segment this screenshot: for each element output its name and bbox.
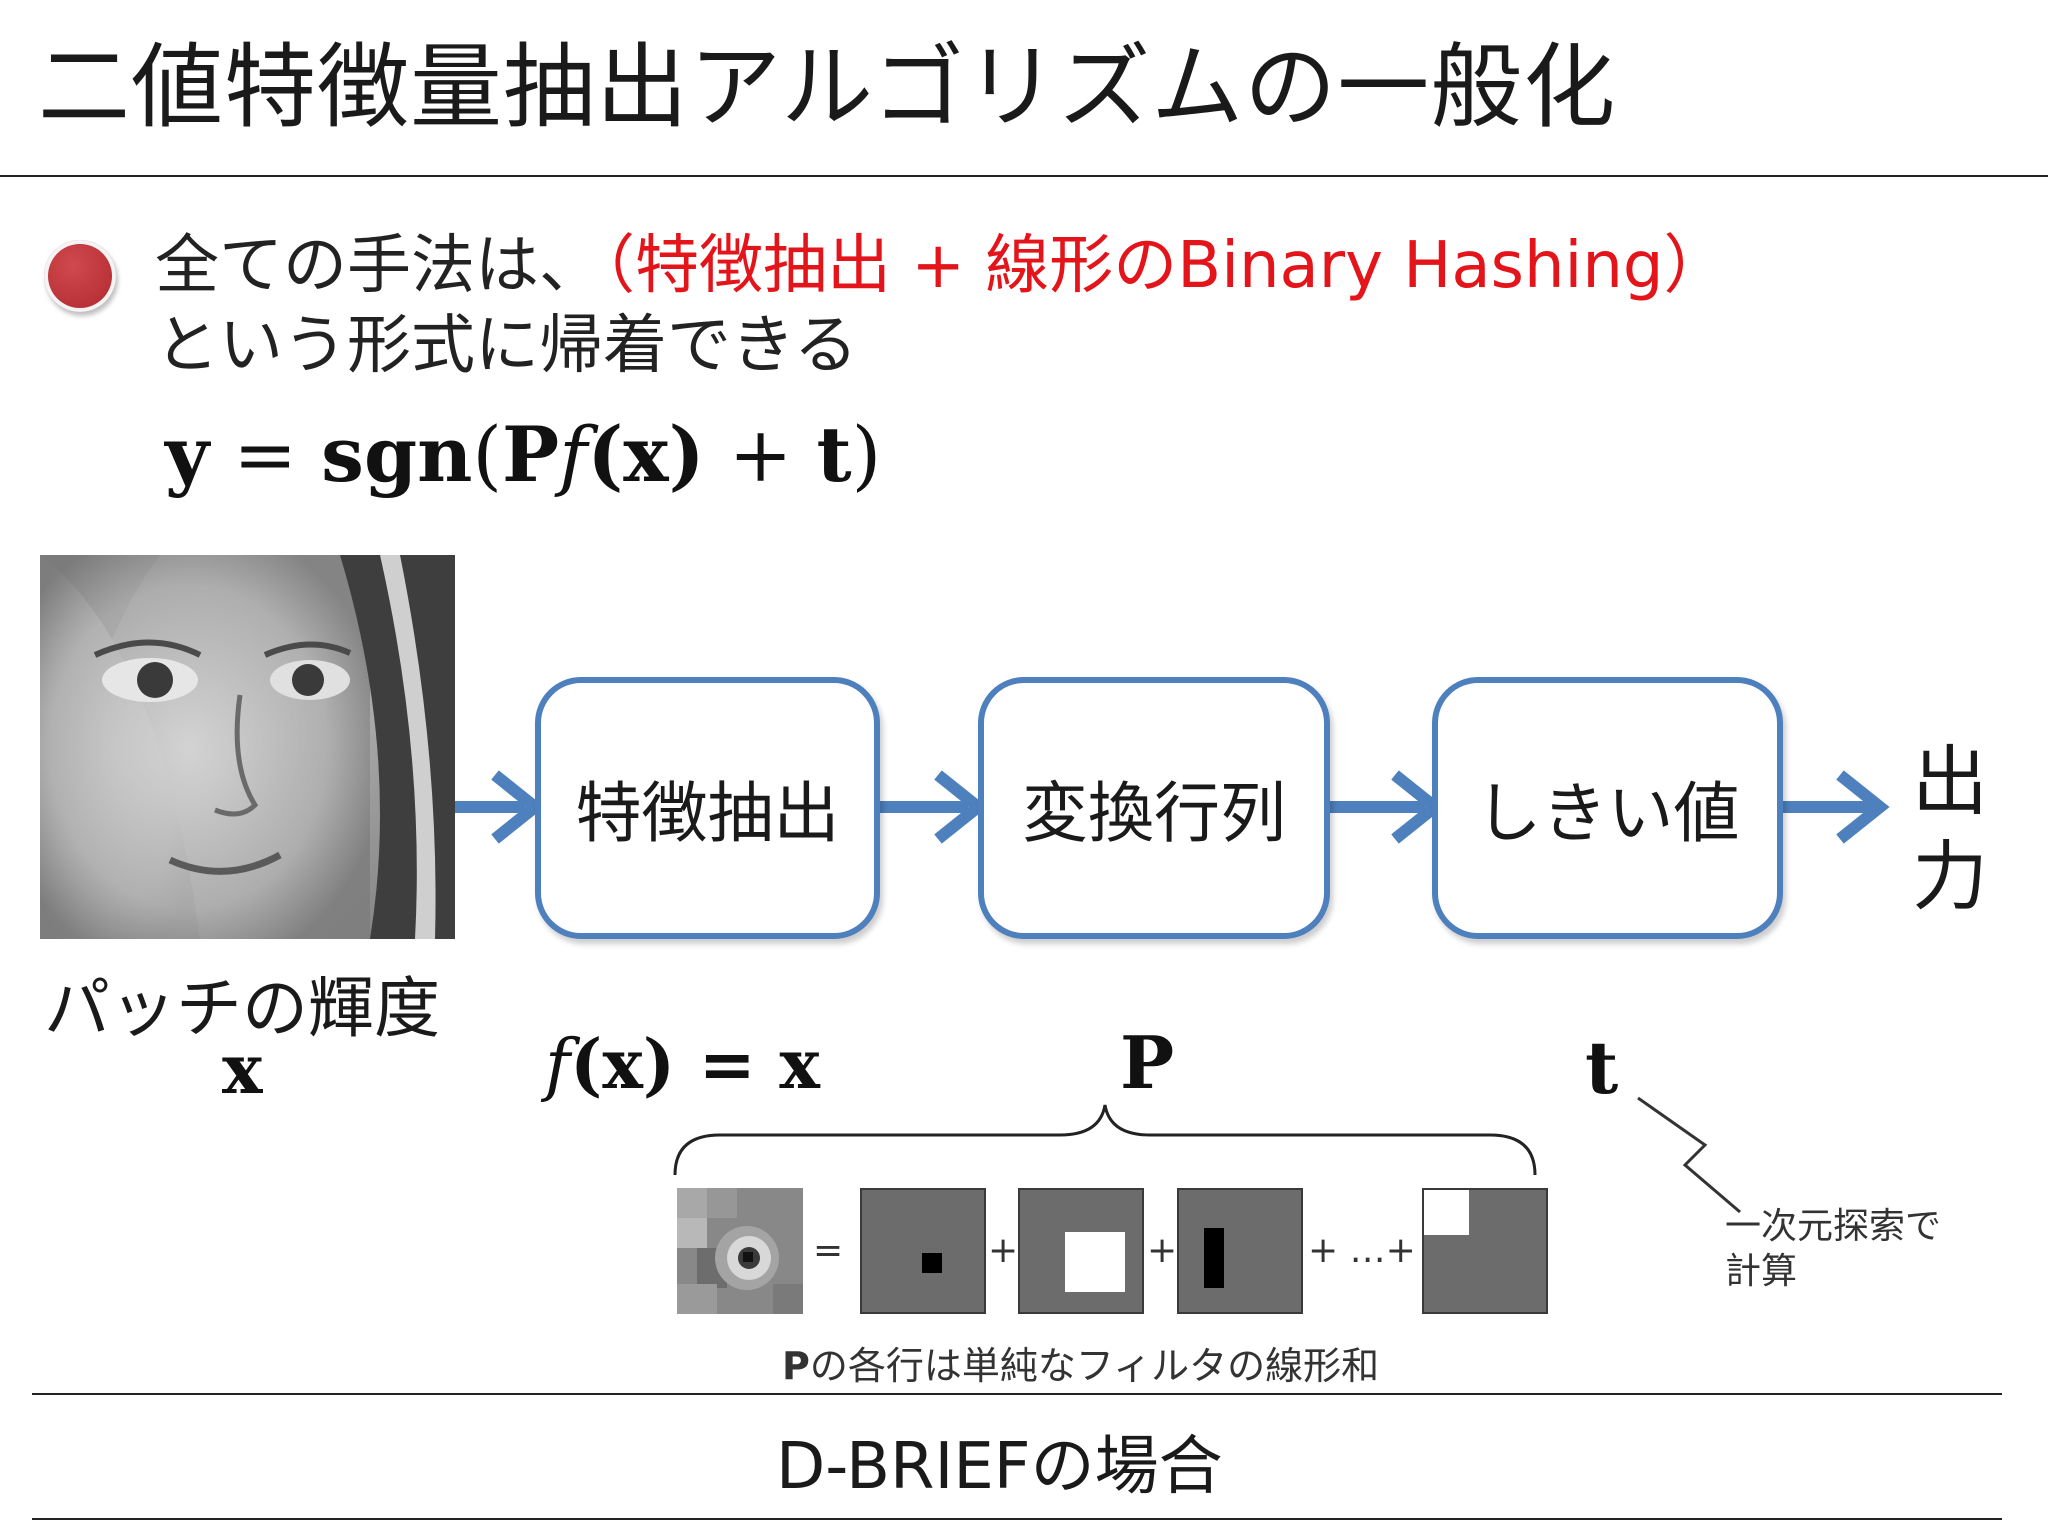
patch-caption: パッチの輝度 — [44, 970, 440, 1047]
footer-label: D-BRIEFの場合 — [776, 1430, 1223, 1504]
t-note-line-1: 一次元探索で — [1725, 1206, 1942, 1247]
formula-open: ( — [472, 410, 503, 499]
main-formula: y = sgn(Pf(x) + t) — [165, 410, 881, 499]
output-label-top: 出 — [1912, 737, 1988, 826]
bullet-line-2: という形式に帰着できる — [155, 309, 858, 383]
filter-1-mark — [922, 1253, 942, 1273]
formula-close: ) — [851, 410, 882, 499]
filter-caption-rest: の各行は単純なフィルタの線形和 — [809, 1344, 1380, 1388]
op-plus-ellipsis: + …+ — [1308, 1230, 1416, 1271]
filter-n-mark — [1424, 1190, 1469, 1235]
op-plus-2: + — [1147, 1230, 1178, 1271]
footer-divider-bottom — [32, 1518, 2002, 1520]
f-equation: f(x) = x — [545, 1025, 820, 1105]
formula-arg: (x) — [587, 410, 705, 499]
filter-3-mark — [1204, 1228, 1224, 1288]
patch-variable: x — [222, 1030, 263, 1110]
box-threshold: しきい値 — [1432, 677, 1783, 939]
slide-title: 二値特徴量抽出アルゴリズムの一般化 — [38, 34, 1617, 141]
formula-t: t — [816, 410, 852, 499]
learned-filter-pattern — [677, 1188, 803, 1314]
bullet-highlight: （特徴抽出 + 線形のBinary Hashing） — [603, 229, 1728, 303]
bullet-line-1: 全ての手法は、（特徴抽出 + 線形のBinary Hashing） — [155, 226, 1728, 306]
formula-P: P — [502, 410, 560, 499]
op-plus-1: + — [988, 1230, 1019, 1271]
P-brace — [673, 1104, 1537, 1176]
t-connector-line — [1637, 1096, 1741, 1214]
filter-1 — [860, 1188, 986, 1314]
filter-caption: Pの各行は単純なフィルタの線形和 — [782, 1335, 1379, 1390]
box-feature-extraction: 特徴抽出 — [535, 677, 880, 939]
t-note-line-2: 計算 — [1725, 1251, 1798, 1292]
filter-2-mark — [1065, 1232, 1125, 1292]
output-label-bottom: 力 — [1912, 832, 1988, 921]
filter-n — [1422, 1188, 1548, 1314]
formula-f: f — [559, 410, 588, 499]
op-equals: = — [813, 1230, 844, 1271]
P-label: P — [1120, 1020, 1175, 1105]
face-illustration — [40, 555, 455, 939]
formula-y: y — [165, 410, 210, 499]
formula-eq: = — [209, 410, 322, 499]
title-divider — [0, 175, 2048, 177]
f-symbol: f — [545, 1026, 571, 1105]
bullet-text-prefix: 全ての手法は、 — [155, 229, 603, 303]
formula-plus: + — [704, 410, 817, 499]
learned-filter — [677, 1188, 803, 1314]
patch-image — [40, 555, 455, 939]
filter-3 — [1177, 1188, 1303, 1314]
filter-caption-P: P — [782, 1344, 810, 1388]
formula-sgn: sgn — [321, 410, 473, 499]
box-transform-matrix: 変換行列 — [978, 677, 1330, 939]
footer-divider-top — [32, 1393, 2002, 1395]
filter-2 — [1018, 1188, 1144, 1314]
t-label: t — [1585, 1025, 1619, 1110]
bullet-icon — [44, 240, 116, 312]
f-equation-rest: (x) = x — [570, 1025, 820, 1105]
